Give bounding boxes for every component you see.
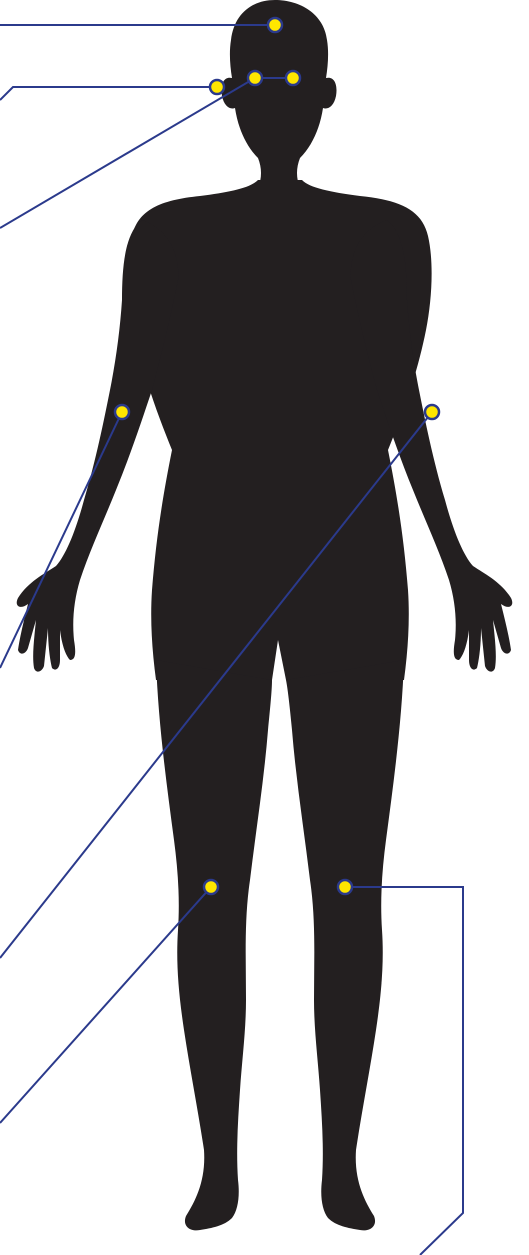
marker-elbow-left[interactable] — [425, 405, 439, 419]
body-silhouette — [17, 0, 513, 1230]
marker-crown[interactable] — [268, 18, 282, 32]
leg-right — [286, 660, 404, 1230]
leader-line-knee-right — [0, 887, 211, 1123]
marker-knee-left[interactable] — [338, 880, 352, 894]
marker-brow-right[interactable] — [286, 71, 300, 85]
leg-left — [156, 660, 272, 1230]
marker-knee-right[interactable] — [204, 880, 218, 894]
marker-temple-right[interactable] — [210, 80, 224, 94]
leader-line-temple — [0, 87, 217, 100]
marker-brow-left[interactable] — [248, 71, 262, 85]
marker-elbow-right[interactable] — [115, 405, 129, 419]
